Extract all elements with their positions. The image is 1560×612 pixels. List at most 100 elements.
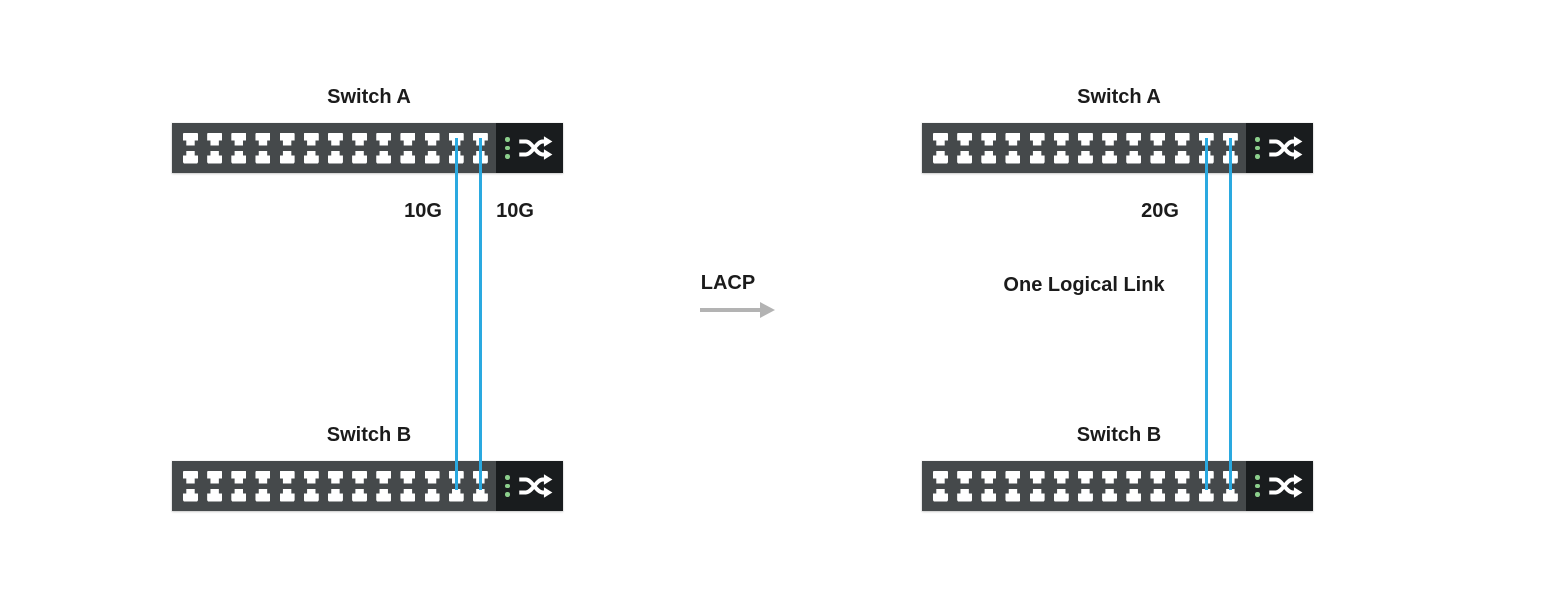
led-indicators xyxy=(1255,137,1260,159)
ethernet-port xyxy=(1029,132,1045,146)
ethernet-port xyxy=(279,150,295,164)
ethernet-port xyxy=(352,132,368,146)
right-switch-b-chassis xyxy=(922,461,1313,511)
right-cable-2 xyxy=(1229,138,1232,490)
ethernet-port xyxy=(400,488,416,502)
ethernet-port xyxy=(1198,488,1214,502)
ethernet-port xyxy=(957,488,973,502)
ethernet-port xyxy=(255,132,271,146)
ethernet-port xyxy=(183,488,198,502)
ethernet-port xyxy=(1053,488,1069,502)
ethernet-port xyxy=(1102,132,1118,146)
led-dot xyxy=(505,145,510,151)
ethernet-port xyxy=(1029,470,1045,484)
left-cable2-speed-label: 10G xyxy=(496,200,534,222)
led-dot xyxy=(1255,483,1260,489)
right-aggregate-speed-label: 20G xyxy=(1141,200,1179,222)
lacp-label: LACP xyxy=(700,272,756,294)
ethernet-port xyxy=(933,470,948,484)
ethernet-port xyxy=(183,150,198,164)
ethernet-port xyxy=(1150,132,1166,146)
ethernet-port xyxy=(279,470,295,484)
shuffle-icon xyxy=(1268,474,1302,498)
led-dot xyxy=(505,154,510,159)
ethernet-port xyxy=(231,488,247,502)
ethernet-port xyxy=(400,150,416,164)
ethernet-port xyxy=(1102,470,1118,484)
left-cable-2 xyxy=(479,138,482,490)
ethernet-port xyxy=(1005,132,1021,146)
ethernet-port xyxy=(303,470,319,484)
ethernet-port xyxy=(1126,132,1142,146)
ethernet-port xyxy=(376,470,392,484)
ethernet-port xyxy=(255,488,271,502)
ethernet-port xyxy=(255,150,271,164)
right-switch-b-title: Switch B xyxy=(1076,424,1162,446)
right-cable-1 xyxy=(1205,138,1208,490)
led-dot xyxy=(1255,137,1260,142)
ethernet-port xyxy=(933,132,948,146)
uplink-panel xyxy=(1246,123,1313,173)
left-switch-b-title: Switch B xyxy=(326,424,412,446)
ethernet-port xyxy=(1053,470,1069,484)
shuffle-icon xyxy=(518,136,552,160)
led-indicators xyxy=(505,137,510,159)
led-dot xyxy=(505,475,510,480)
shuffle-icon xyxy=(1268,136,1302,160)
port-grid xyxy=(933,461,1238,511)
ethernet-port xyxy=(1126,470,1142,484)
ethernet-port xyxy=(1053,150,1069,164)
ethernet-port xyxy=(981,470,997,484)
uplink-panel xyxy=(496,461,563,511)
ethernet-port xyxy=(183,132,198,146)
left-switch-b-chassis xyxy=(172,461,563,511)
ethernet-port xyxy=(424,150,440,164)
led-dot xyxy=(1255,145,1260,151)
led-dot xyxy=(505,483,510,489)
ethernet-port xyxy=(424,132,440,146)
ethernet-port xyxy=(1077,132,1093,146)
ethernet-port xyxy=(231,150,247,164)
led-dot xyxy=(505,137,510,142)
ethernet-port xyxy=(352,150,368,164)
left-cable1-speed-label: 10G xyxy=(404,200,442,222)
logical-link-label: One Logical Link xyxy=(1003,274,1165,296)
uplink-panel xyxy=(496,123,563,173)
ethernet-port xyxy=(352,470,368,484)
ethernet-port xyxy=(327,150,343,164)
led-dot xyxy=(1255,475,1260,480)
ethernet-port xyxy=(400,470,416,484)
ethernet-port xyxy=(231,132,247,146)
ethernet-port xyxy=(1126,488,1142,502)
ethernet-port xyxy=(1174,470,1190,484)
ethernet-port xyxy=(1222,488,1238,502)
led-dot xyxy=(1255,154,1260,159)
right-switch-a-chassis xyxy=(922,123,1313,173)
ethernet-port xyxy=(183,470,198,484)
ethernet-port xyxy=(1005,488,1021,502)
ethernet-port xyxy=(1053,132,1069,146)
port-grid xyxy=(933,123,1238,173)
ethernet-port xyxy=(327,488,343,502)
ethernet-port xyxy=(1174,150,1190,164)
ethernet-port xyxy=(207,150,223,164)
ethernet-port xyxy=(1077,150,1093,164)
ethernet-port xyxy=(472,488,488,502)
ethernet-port xyxy=(207,488,223,502)
ethernet-port xyxy=(327,470,343,484)
ethernet-port xyxy=(1102,150,1118,164)
left-switch-a-chassis xyxy=(172,123,563,173)
left-cable-1 xyxy=(455,138,458,490)
ethernet-port xyxy=(255,470,271,484)
ethernet-port xyxy=(376,132,392,146)
ethernet-port xyxy=(400,132,416,146)
ethernet-port xyxy=(207,470,223,484)
ethernet-port xyxy=(303,132,319,146)
right-arrow-icon xyxy=(700,308,761,312)
ethernet-port xyxy=(279,132,295,146)
ethernet-port xyxy=(376,150,392,164)
uplink-panel xyxy=(1246,461,1313,511)
ethernet-port xyxy=(1150,488,1166,502)
ethernet-port xyxy=(981,132,997,146)
ethernet-port xyxy=(933,488,948,502)
